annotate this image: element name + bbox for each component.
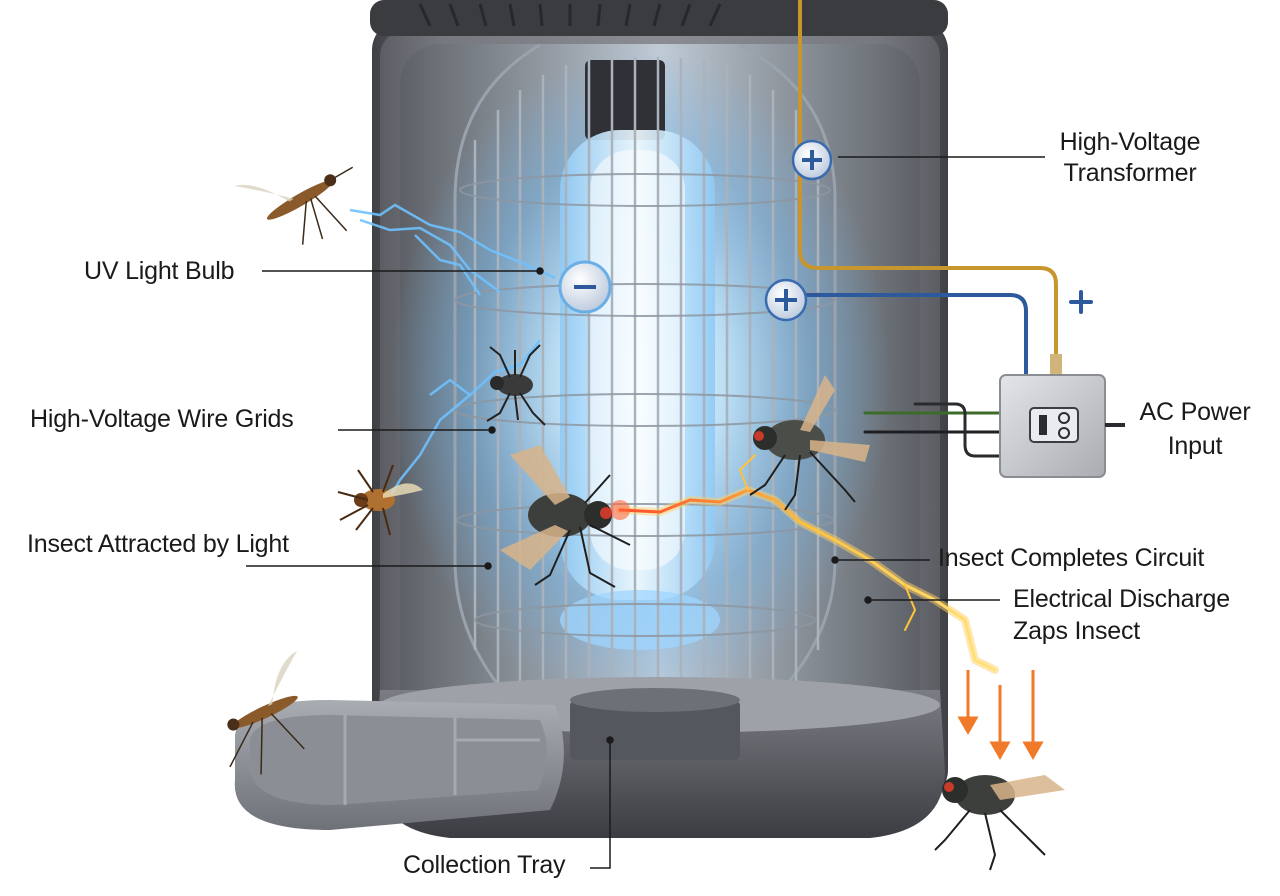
high-voltage-wire-grid [453, 43, 837, 730]
mosquito-icon [234, 166, 354, 245]
spider-icon [486, 344, 546, 426]
transformer-label-line2: Transformer [1063, 159, 1197, 187]
fly-icon [934, 775, 1065, 871]
plus-terminal-icon [791, 139, 833, 181]
power-wires [798, 0, 1058, 458]
collection-tray-label: Collection Tray [403, 851, 566, 879]
leader-lines [246, 156, 1045, 869]
electrical-discharge [610, 454, 999, 674]
ac-power-label-line1: AC Power [1139, 398, 1251, 426]
arrow-down-icon [957, 670, 1044, 761]
plus-symbol-icon [1069, 290, 1093, 314]
spider-icon [337, 464, 423, 536]
discharge-label-line1: Electrical Discharge [1013, 585, 1230, 613]
fly-icon [749, 375, 870, 511]
completes-circuit-label: Insect Completes Circuit [938, 544, 1205, 572]
insect-attracted-label: Insect Attracted by Light [27, 530, 289, 558]
lightning-icon [349, 203, 556, 506]
power-box [999, 354, 1125, 478]
collection-tray-shape [234, 700, 564, 830]
plus-terminal-icon [764, 278, 808, 322]
discharge-label-line2: Zaps Insect [1013, 617, 1141, 645]
uv-light-bulb [560, 60, 720, 650]
fly-icon [500, 445, 631, 588]
wire-grids-label: High-Voltage Wire Grids [30, 405, 294, 433]
mosquito-icon [227, 650, 305, 775]
ac-power-label-line2: Input [1167, 432, 1223, 460]
transformer-label-line1: High-Voltage [1059, 128, 1201, 156]
uv-light-bulb-label: UV Light Bulb [84, 257, 235, 285]
power-socket-icon [1029, 407, 1079, 443]
minus-terminal-icon [558, 260, 612, 314]
